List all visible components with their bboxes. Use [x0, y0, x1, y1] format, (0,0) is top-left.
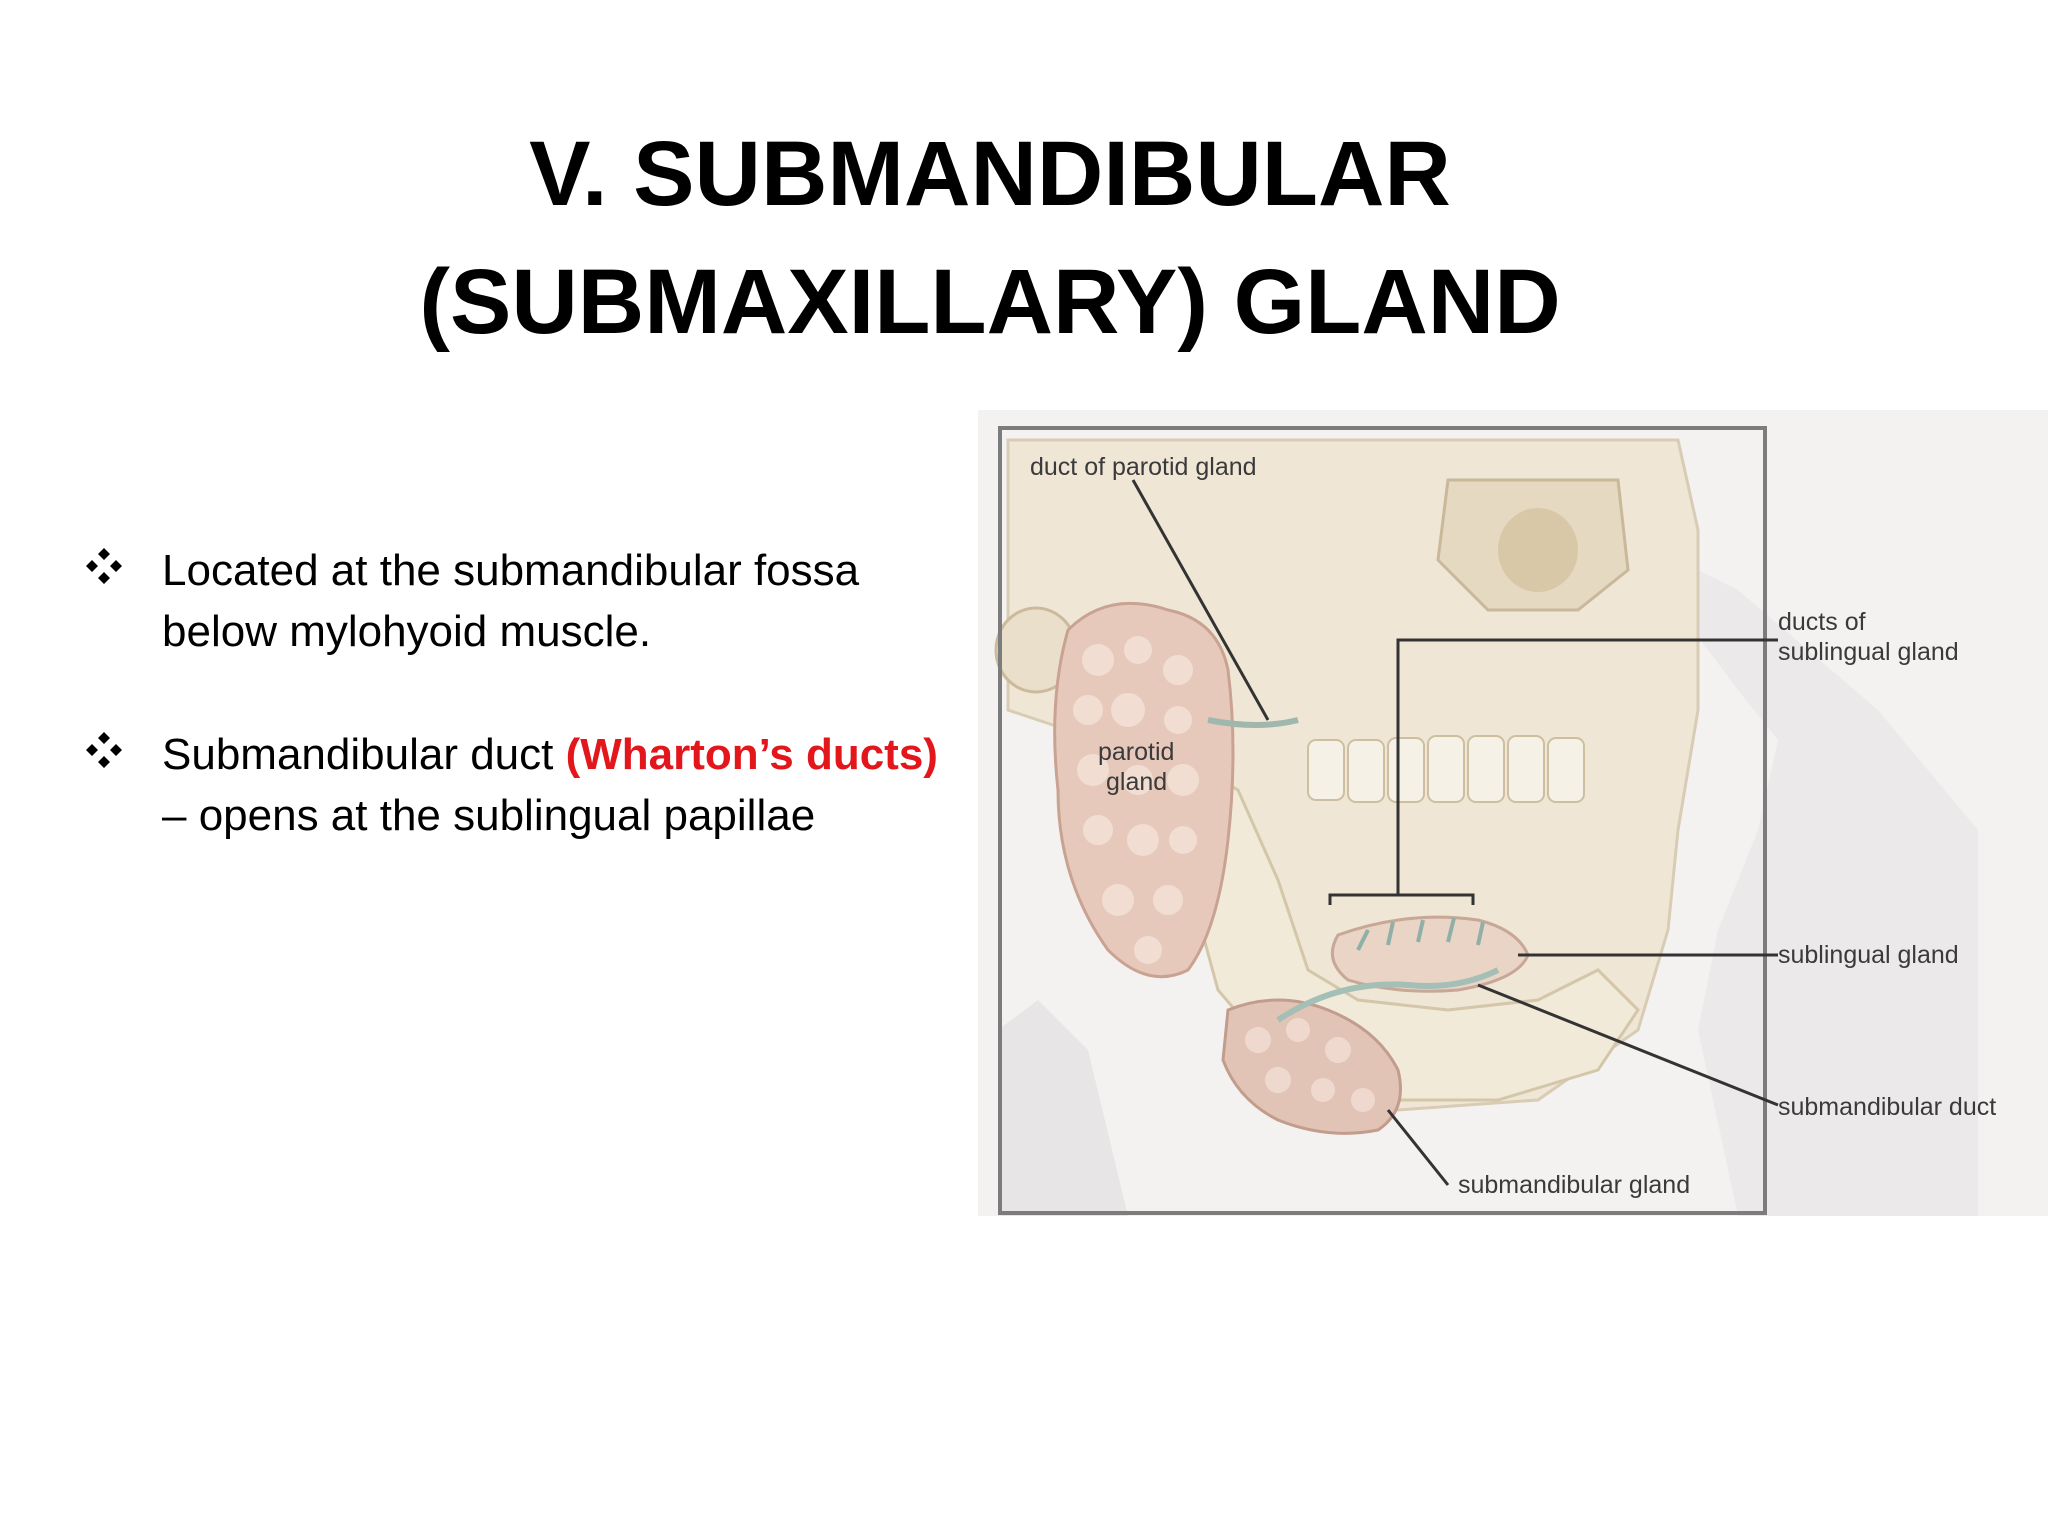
submandibular-lobules	[1245, 1018, 1375, 1112]
parotid-duct	[1207, 717, 1299, 728]
sublingual-bracket	[1328, 880, 1475, 905]
bullet-item: Submandibular duct (Wharton’s ducts) – o…	[80, 724, 940, 846]
diamond-bullet-icon	[86, 732, 122, 768]
parotid-lobules	[1073, 636, 1199, 964]
bullet-text: Submandibular duct (Wharton’s ducts) – o…	[162, 724, 940, 846]
slide-title: V. SUBMANDIBULAR (SUBMAXILLARY) GLAND	[330, 110, 1650, 366]
diamond-bullet-icon	[86, 548, 122, 584]
label-submandibular-gland: submandibular gland	[1458, 1171, 1690, 1199]
title-line-1: V. SUBMANDIBULAR	[529, 123, 1451, 225]
submandibular-duct	[1276, 967, 1500, 1023]
sublingual-ducts	[1356, 917, 1485, 951]
neck-shadow	[998, 1000, 1128, 1216]
leader-lines	[1131, 479, 1779, 1186]
title-line-2: (SUBMAXILLARY) GLAND	[419, 251, 1561, 353]
label-parotid-line-1: parotid	[1098, 738, 1174, 766]
bullet-item: Located at the submandibular fossa below…	[80, 540, 940, 662]
bullet-list: Located at the submandibular fossa below…	[80, 540, 940, 908]
label-duct-of-parotid: duct of parotid gland	[1030, 453, 1257, 481]
label-ducts-of-sublingual-line-2: sublingual gland	[1778, 638, 1959, 666]
label-submandibular-duct: submandibular duct	[1778, 1093, 1996, 1121]
bullet-text-start: Submandibular duct	[162, 730, 566, 779]
label-parotid-line-2: gland	[1106, 768, 1167, 796]
anatomy-illustration: duct of parotid gland parotid gland duct…	[978, 410, 2048, 1216]
figure-frame	[998, 426, 1767, 1215]
face-silhouette	[1618, 530, 1978, 1216]
label-ducts-of-sublingual-line-1: ducts of	[1778, 608, 1866, 636]
anatomy-figure-svg: duct of parotid gland parotid gland duct…	[978, 410, 2048, 1216]
bullet-highlight: (Wharton’s ducts)	[565, 730, 938, 779]
upper-teeth	[1307, 735, 1585, 803]
label-sublingual-gland: sublingual gland	[1778, 941, 1959, 969]
bullet-text: Located at the submandibular fossa below…	[162, 546, 860, 656]
sublingual-gland	[1330, 915, 1530, 993]
bullet-text-end: – opens at the sublingual papillae	[162, 791, 816, 840]
orbit-hollow	[1498, 508, 1578, 592]
